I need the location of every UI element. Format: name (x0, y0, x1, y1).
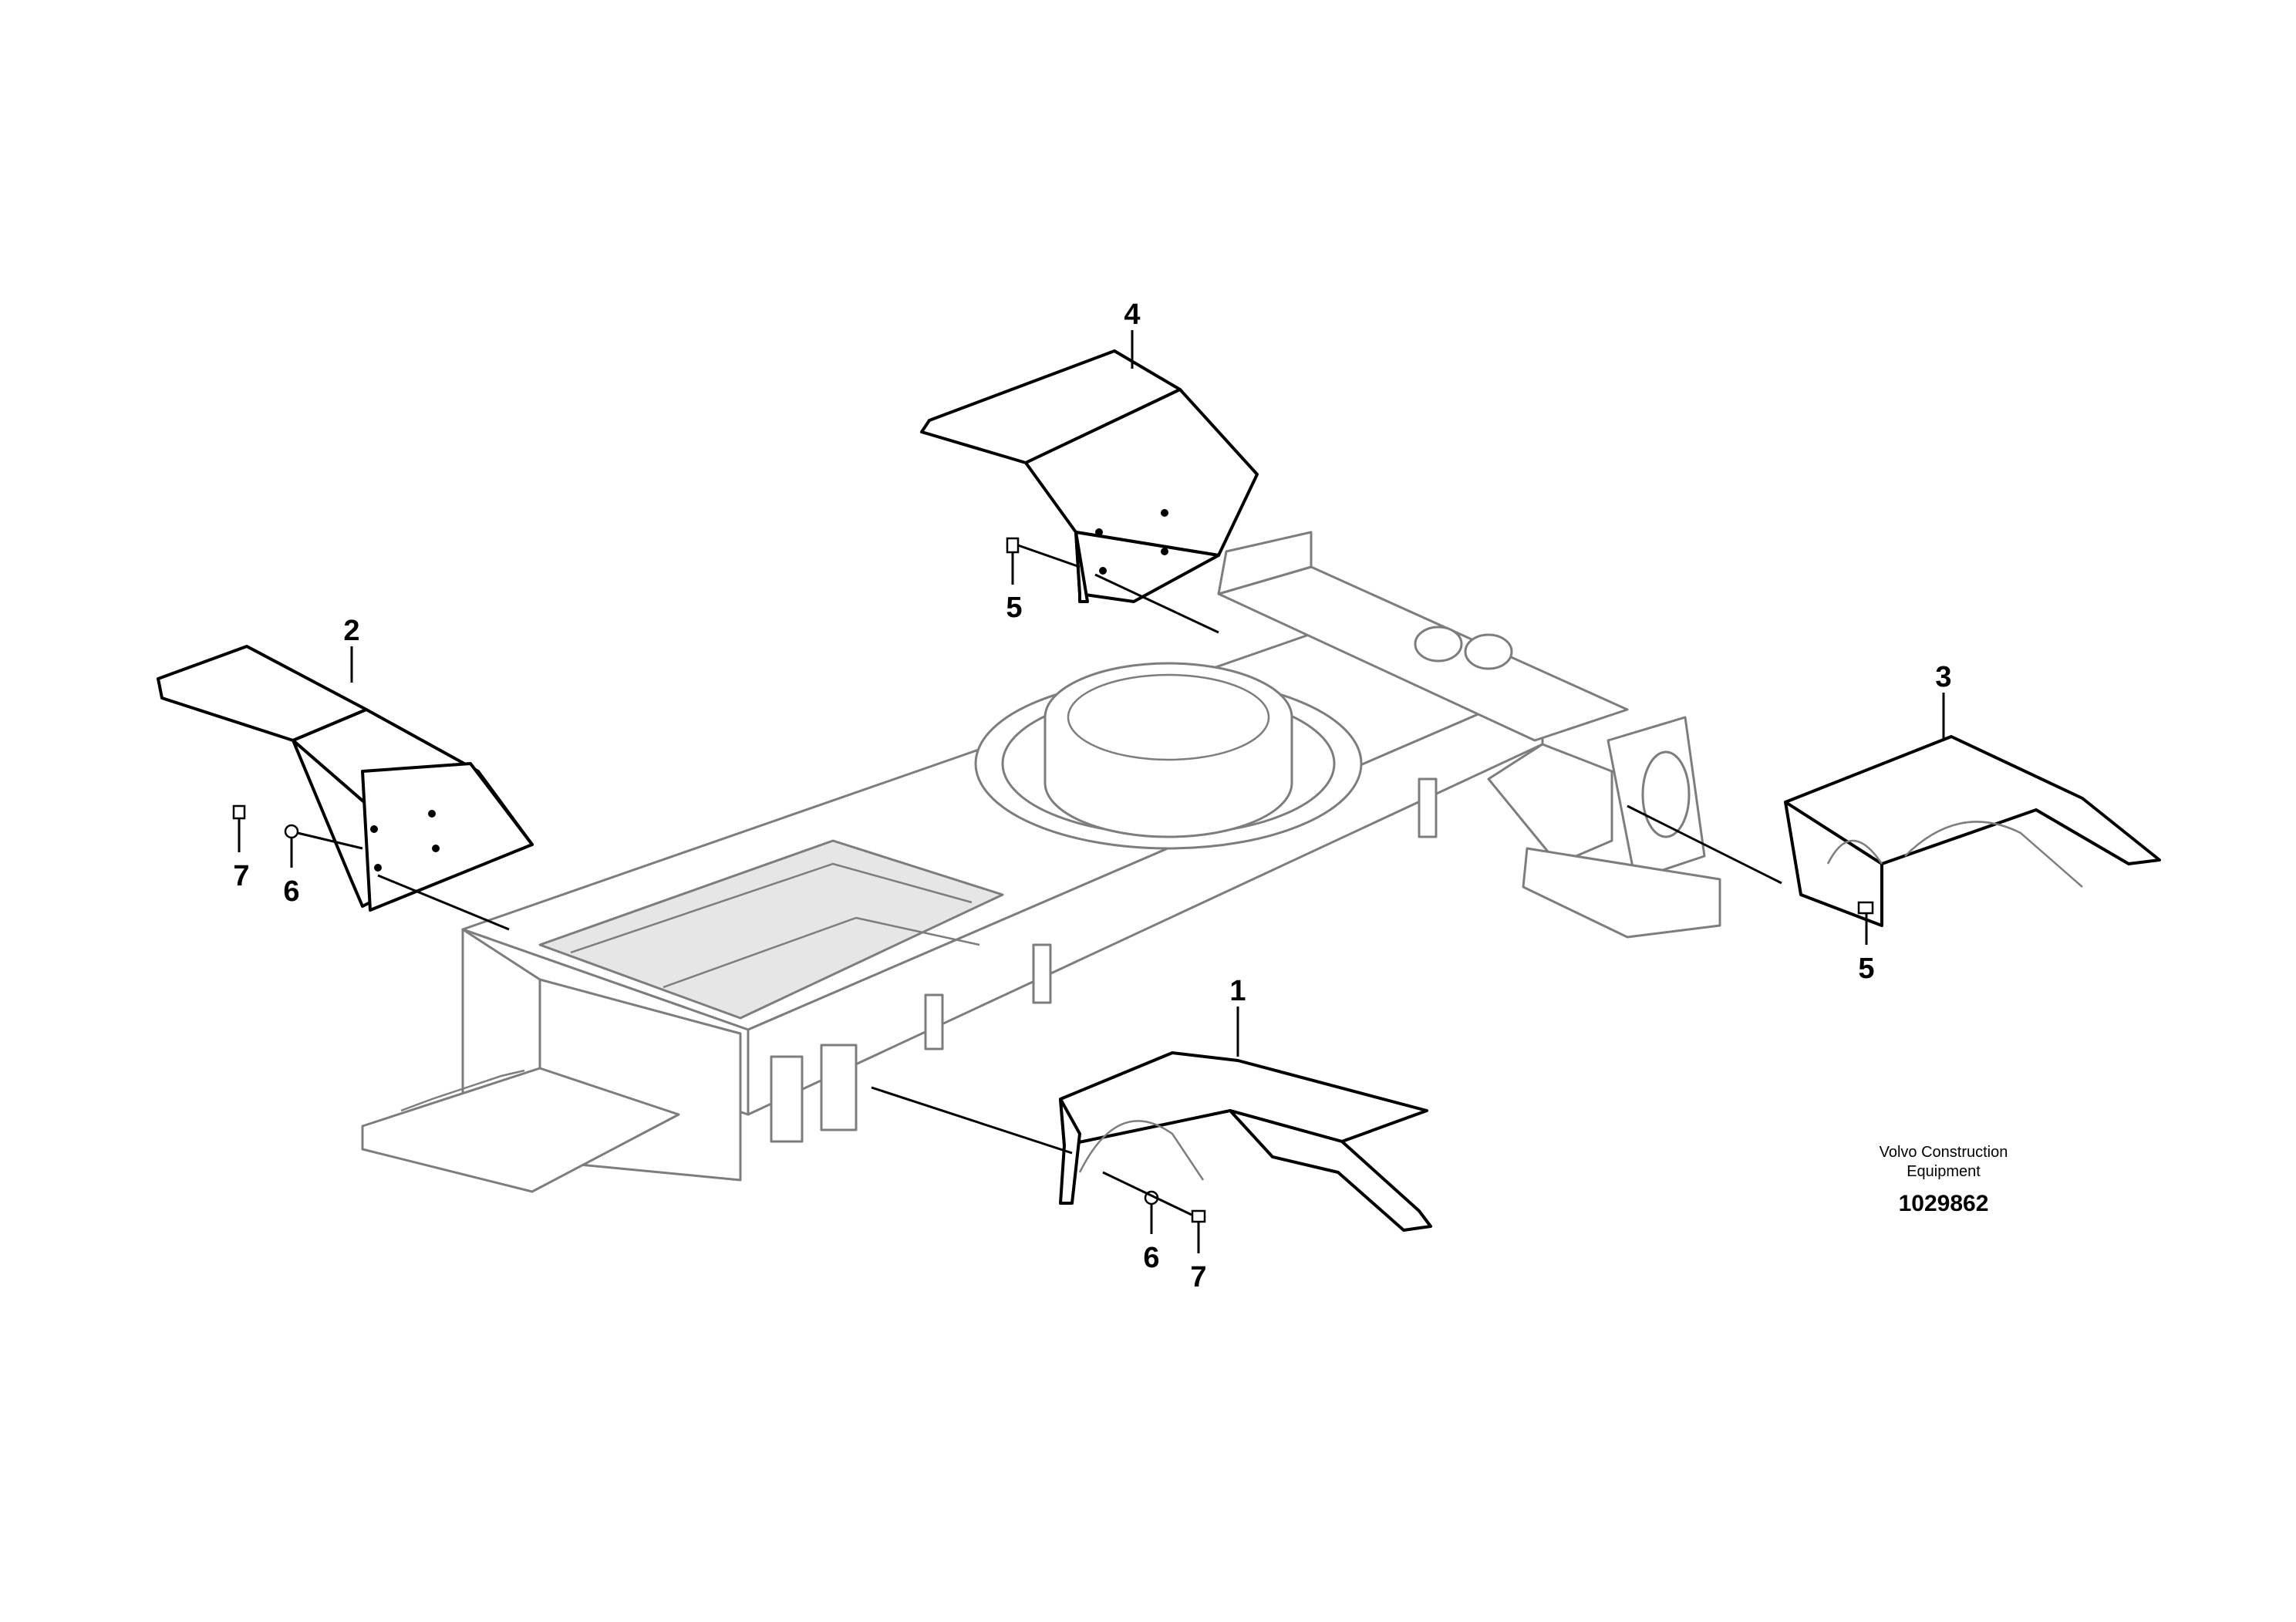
callout-3: 3 (1935, 661, 1951, 693)
callout-4: 4 (1124, 298, 1140, 331)
callout-labels: 4 2 3 1 5 7 6 5 6 7 (233, 298, 1951, 1293)
cover-part-4 (920, 349, 1259, 603)
callout-6-bottom: 6 (1143, 1242, 1159, 1274)
explode-line-2 (377, 874, 510, 931)
bolt-5-top-icon (1006, 537, 1081, 568)
washer-6-left-icon (284, 824, 363, 850)
callout-6-left: 6 (283, 875, 299, 908)
explode-line-4 (1094, 573, 1219, 634)
callout-5-right: 5 (1858, 953, 1874, 985)
explode-line-fastener-bottom (1102, 1171, 1192, 1216)
explosion-lines (377, 573, 1782, 1216)
fasteners (232, 537, 1874, 1223)
callout-7-bottom: 7 (1190, 1261, 1206, 1293)
bolt-5-right-icon (1857, 901, 1874, 915)
explode-line-3 (1627, 804, 1782, 885)
cover-part-3 (1784, 735, 2161, 927)
undercarriage-frame (361, 531, 1721, 1193)
bolt-7-left-icon (232, 804, 246, 820)
callout-2: 2 (343, 615, 359, 647)
reference-number: 1029862 (1899, 1191, 1989, 1216)
explode-line-1 (871, 1086, 1073, 1155)
callout-1: 1 (1229, 975, 1246, 1007)
callout-7-left: 7 (233, 860, 249, 892)
brand-line-2: Equipment (1907, 1163, 1981, 1180)
cover-part-2 (157, 645, 534, 912)
brand-block: Volvo Construction Equipment 1029862 (1880, 1144, 2008, 1216)
cover-part-1 (1059, 1051, 1432, 1232)
callout-leaders (238, 330, 1945, 1253)
brand-line-1: Volvo Construction (1880, 1144, 2008, 1161)
callout-5-top: 5 (1006, 592, 1022, 624)
bolt-7-bottom-icon (1191, 1209, 1206, 1223)
